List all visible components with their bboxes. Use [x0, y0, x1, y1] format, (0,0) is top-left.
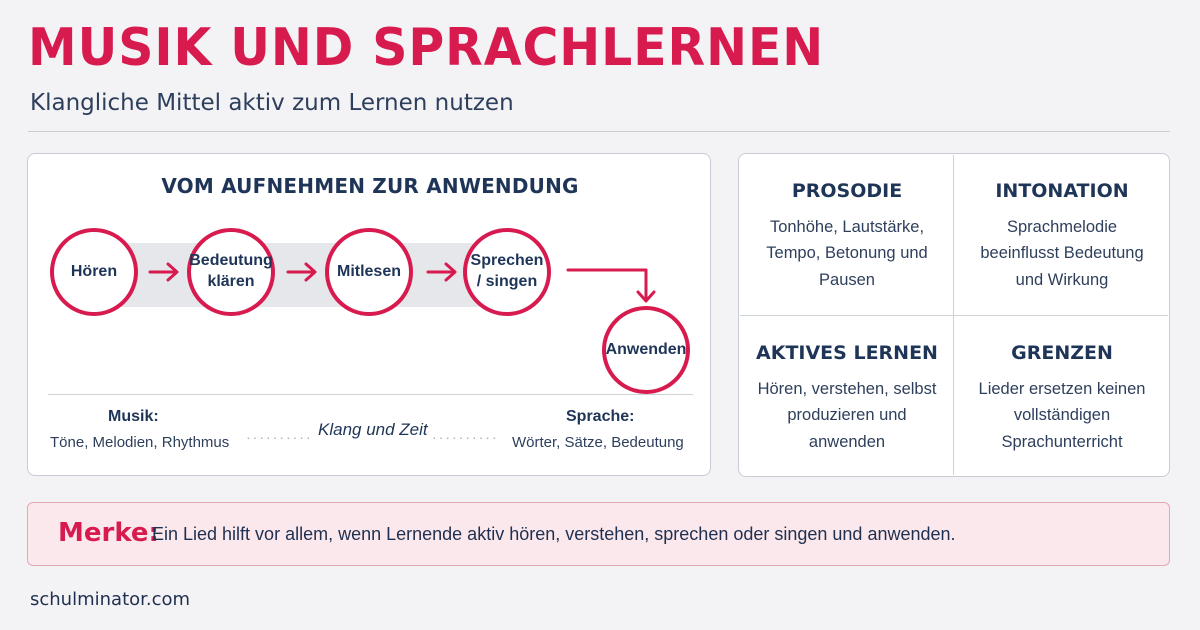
arrow-2 — [286, 262, 317, 282]
arrow-4 — [566, 268, 656, 303]
legend-language-text: Wörter, Sätze, Bedeutung — [512, 434, 684, 451]
step-mitlesen: Mitlesen — [325, 228, 413, 316]
step-hoeren: Hören — [50, 228, 138, 316]
legend-dots-left: ·········· — [246, 429, 313, 445]
cell-intonation-head: INTONATION — [995, 180, 1129, 202]
footer-site: schulminator.com — [30, 589, 191, 610]
legend-dots-right: ·········· — [432, 429, 499, 445]
page-title: MUSIK UND SPRACHLERNEN — [28, 18, 825, 78]
cell-prosodie-text: Tonhöhe, Lautstärke, Tempo, Betonung und… — [766, 218, 928, 289]
arrow-3 — [426, 262, 457, 282]
cell-intonation-text: Sprachmelodie beeinflusst Bedeutung und … — [980, 218, 1144, 289]
note-label: Merke: — [58, 518, 159, 548]
legend-language-head: Sprache: — [566, 408, 635, 425]
cell-aktives-lernen: AKTIVES LERNEN Hören, verstehen, selbst … — [740, 342, 954, 455]
step-bedeutung-klaeren: Bedeutung klären — [187, 228, 275, 316]
legend-music-head: Musik: — [108, 408, 159, 425]
cell-grenzen: GRENZEN Lieder ersetzen keinen vollständ… — [955, 342, 1169, 455]
legend-music-text: Töne, Melodien, Rhythmus — [50, 434, 230, 451]
flow-title: VOM AUFNEHMEN ZUR ANWENDUNG — [161, 174, 579, 198]
step-anwenden: Anwenden — [602, 306, 690, 394]
cell-prosodie-head: PROSODIE — [791, 180, 903, 202]
cell-intonation: INTONATION Sprachmelodie beeinflusst Bed… — [955, 180, 1169, 293]
legend-middle: Klang und Zeit — [318, 420, 428, 439]
header-divider — [28, 131, 1170, 132]
page-subtitle: Klangliche Mittel aktiv zum Lernen nutze… — [30, 90, 514, 116]
flow-band — [95, 243, 505, 307]
cell-aktives-lernen-head: AKTIVES LERNEN — [756, 342, 938, 364]
cell-aktives-lernen-text: Hören, verstehen, selbst produzieren und… — [757, 380, 937, 451]
cell-prosodie: PROSODIE Tonhöhe, Lautstärke, Tempo, Bet… — [740, 180, 954, 293]
legend-divider — [48, 394, 693, 395]
arrow-1 — [148, 262, 179, 282]
cell-grenzen-text: Lieder ersetzen keinen vollständigen Spr… — [978, 380, 1146, 451]
note-text: Ein Lied hilft vor allem, wenn Lernende … — [152, 524, 956, 544]
grid-divider-horizontal — [740, 315, 1168, 316]
step-sprechen-singen: Sprechen / singen — [463, 228, 551, 316]
cell-grenzen-head: GRENZEN — [1011, 342, 1113, 364]
note-box — [27, 502, 1170, 566]
